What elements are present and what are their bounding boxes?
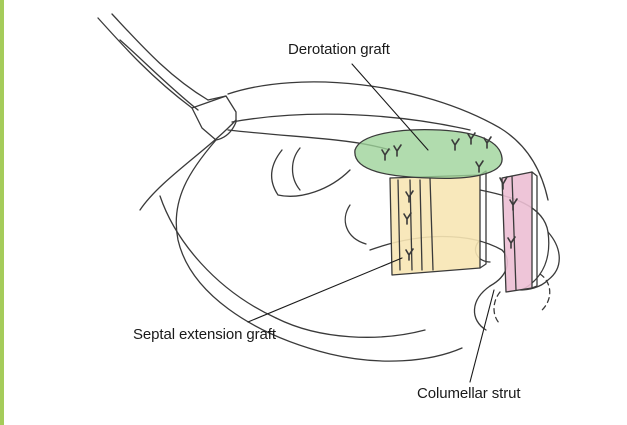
columellar-leader	[470, 290, 494, 382]
derotation-graft-shape	[355, 130, 502, 179]
septal-extension-graft-label: Septal extension graft	[133, 326, 276, 343]
retractor-instrument	[98, 14, 236, 140]
septal-extension-graft-shape	[390, 171, 486, 275]
derotation-graft-label: Derotation graft	[288, 41, 390, 58]
columellar-strut-shape	[502, 172, 537, 292]
columellar-strut-label: Columellar strut	[417, 385, 520, 402]
septal-leader	[248, 258, 402, 322]
